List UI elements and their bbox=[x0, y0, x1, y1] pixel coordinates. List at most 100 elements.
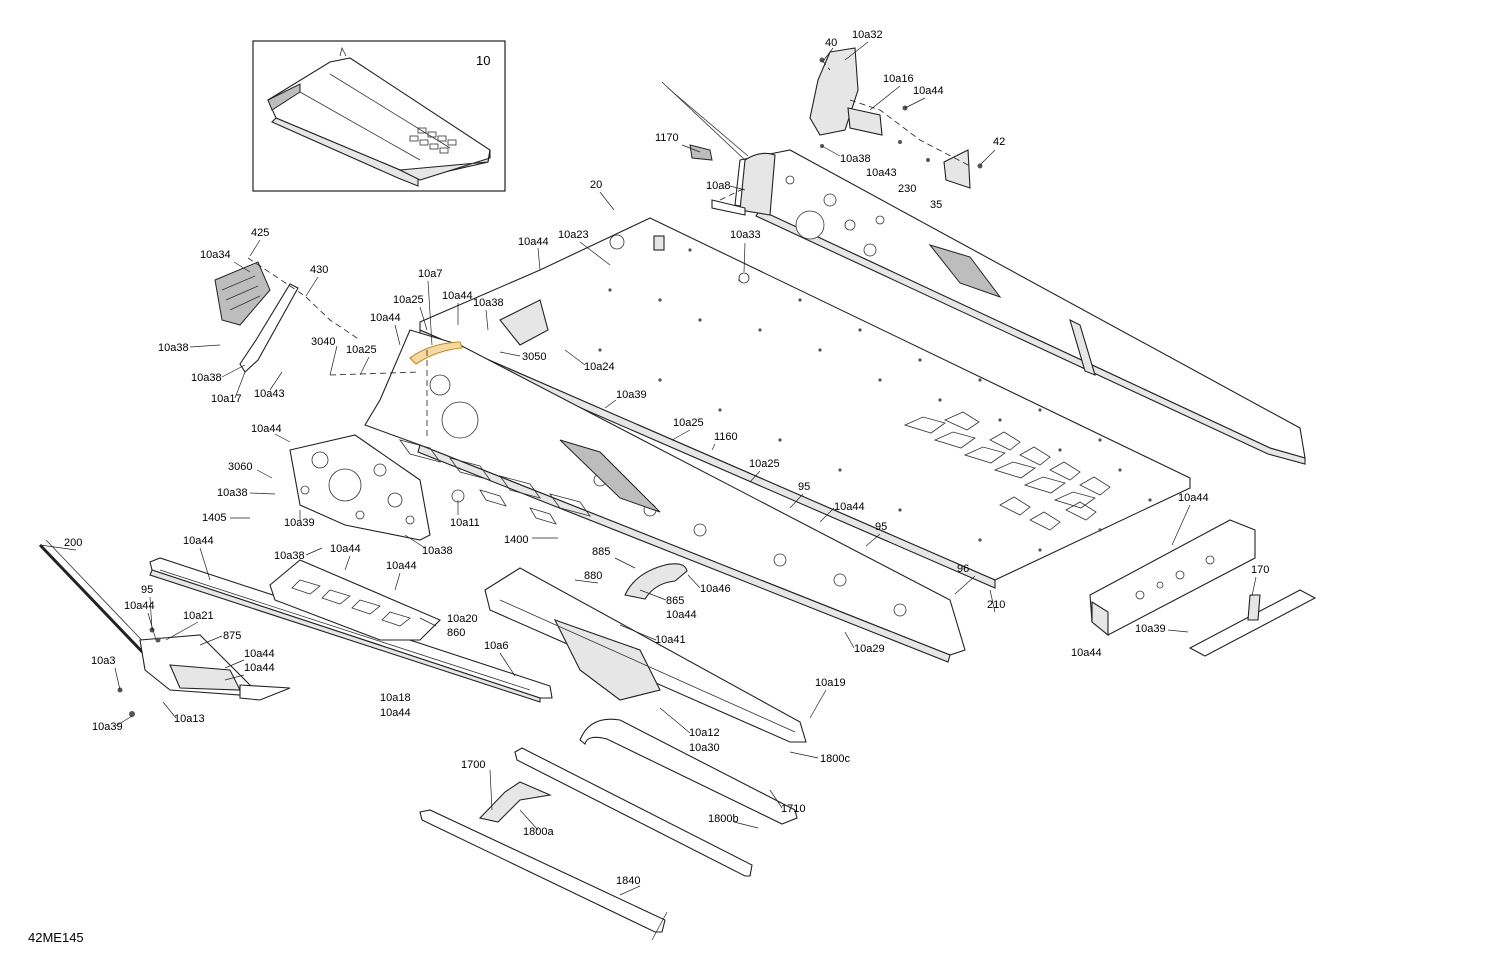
callout-10a17: 10a17 bbox=[211, 393, 242, 405]
callout-10a44: 10a6 bbox=[484, 640, 508, 652]
callout-10a44: 880 bbox=[584, 570, 602, 582]
lower-rail-10a13 bbox=[484, 567, 807, 743]
callout-10a44: 10a44 bbox=[183, 535, 214, 547]
callout-40: 40 bbox=[825, 37, 837, 49]
callout-10a25: 10a25 bbox=[673, 417, 704, 429]
callout-1170: 1170 bbox=[655, 132, 679, 144]
slider-1700 bbox=[579, 718, 798, 825]
callout-10a43: 10a43 bbox=[254, 388, 285, 400]
callout-10a39: 10a39 bbox=[284, 517, 315, 529]
callout-205: 10a39 bbox=[92, 721, 123, 733]
callout-3040: 3040 bbox=[311, 336, 335, 348]
callout-10a11: 10a11 bbox=[450, 517, 480, 529]
callout-10a30: 1800c bbox=[820, 753, 850, 765]
upper-left-brackets bbox=[214, 257, 361, 373]
cross-brace-10a21 bbox=[269, 559, 441, 641]
callout-35: 35 bbox=[930, 199, 942, 211]
callout-10a46: 96 bbox=[957, 563, 969, 575]
callout-430: 430 bbox=[310, 264, 328, 276]
callout-95: 95 bbox=[875, 521, 887, 533]
callout-10a38: 10a38 bbox=[191, 372, 222, 384]
callout-3050: 3050 bbox=[522, 351, 546, 363]
left-side-rail bbox=[329, 299, 966, 663]
inset-assembled-view: 10 bbox=[252, 40, 506, 192]
callout-20: 20 bbox=[590, 179, 602, 191]
callout-1400: 1400 bbox=[504, 534, 528, 546]
slider-1800a bbox=[419, 809, 666, 933]
callout-880: 10a46 bbox=[700, 583, 731, 595]
callout-10a23: 10a23 bbox=[558, 229, 589, 241]
callout-10a20: 860 bbox=[447, 627, 465, 639]
callout-10a25: 10a25 bbox=[749, 458, 780, 470]
callout-96: 170 bbox=[1251, 564, 1269, 576]
inset-ref-label: 10 bbox=[476, 53, 490, 68]
bracket-880 bbox=[624, 563, 688, 600]
callout-10a44: 10a44 bbox=[518, 236, 549, 248]
callout-10a38: 10a38 bbox=[840, 153, 871, 165]
callout-10a44: 10a44 bbox=[251, 423, 282, 435]
callout-1160: 1160 bbox=[714, 431, 738, 443]
callout-10a38: 10a38 bbox=[422, 545, 453, 557]
callout-10a16: 10a16 bbox=[883, 73, 914, 85]
callout-10a25: 10a25 bbox=[346, 344, 377, 356]
rear-support-96 bbox=[1188, 589, 1317, 657]
callout-10a3: 10a44 bbox=[244, 662, 275, 674]
rear-cross-beam bbox=[1089, 519, 1256, 637]
callout-10a38: 10a44 bbox=[386, 560, 417, 572]
bracket-1800b bbox=[478, 781, 552, 823]
callout-95: 95 bbox=[798, 481, 810, 493]
callout-10a19: 10a18 bbox=[380, 692, 411, 704]
callout-10a43: 10a43 bbox=[866, 167, 897, 179]
callout-10a39: 10a39 bbox=[616, 389, 647, 401]
callout-860: 865 bbox=[666, 595, 684, 607]
callout-170: 95 bbox=[141, 584, 153, 596]
callout-1700: 1710 bbox=[781, 803, 805, 815]
callout-10a41: 10a29 bbox=[854, 643, 885, 655]
left-front-assembly bbox=[38, 539, 291, 717]
callout-10a32: 10a32 bbox=[852, 29, 883, 41]
callout-10a8: 10a8 bbox=[706, 180, 730, 192]
callout-95: 210 bbox=[987, 599, 1005, 611]
callout-10a34: 10a34 bbox=[200, 249, 231, 261]
callout-1800a: 1840 bbox=[616, 875, 640, 887]
callout-10a38: 10a38 bbox=[473, 297, 504, 309]
leader-lines bbox=[39, 41, 1257, 941]
callout-1710: 1800b bbox=[708, 813, 739, 825]
callout-1405: 1405 bbox=[202, 512, 226, 524]
right-side-rail bbox=[661, 81, 1306, 465]
callout-10a6: 10a44 bbox=[244, 648, 275, 660]
callout-10a38: 10a38 bbox=[217, 487, 248, 499]
callout-10a39: 875 bbox=[223, 630, 241, 642]
callout-10a44: 10a39 bbox=[1135, 623, 1166, 635]
figure-id: 42ME145 bbox=[28, 930, 84, 945]
callout-10a44: 10a19 bbox=[815, 677, 846, 689]
callout-865: 10a44 bbox=[666, 609, 697, 621]
callout-10a38: 10a38 bbox=[158, 342, 189, 354]
callout-10a39: 10a13 bbox=[174, 713, 205, 725]
callout-230: 230 bbox=[898, 183, 916, 195]
callout-885: 885 bbox=[592, 546, 610, 558]
callout-10a44: 10a3 bbox=[91, 655, 115, 667]
callout-10a21: 10a20 bbox=[447, 613, 478, 625]
slider-1800c bbox=[514, 747, 753, 877]
callout-10a13: 10a12 bbox=[689, 727, 720, 739]
callout-10a44: 10a21 bbox=[183, 610, 214, 622]
callout-1800c: 1700 bbox=[461, 759, 485, 771]
callout-1800b: 1800a bbox=[523, 826, 554, 838]
callout-10a29: 10a44 bbox=[1071, 647, 1102, 659]
callout-42: 42 bbox=[993, 136, 1005, 148]
callout-10a24: 10a24 bbox=[584, 361, 615, 373]
callout-10a44: 10a44 bbox=[913, 85, 944, 97]
callout-10a38: 10a38 bbox=[274, 550, 305, 562]
callout-10a44: 10a44 bbox=[370, 312, 401, 324]
callout-210: 10a44 bbox=[124, 600, 155, 612]
callout-10a33: 10a33 bbox=[730, 229, 761, 241]
callout-10a44: 10a44 bbox=[1178, 492, 1209, 504]
front-left-plate bbox=[289, 434, 465, 541]
callout-10a25: 10a25 bbox=[393, 294, 424, 306]
callout-10a12: 10a30 bbox=[689, 742, 720, 754]
callout-10a44: 10a44 bbox=[834, 501, 865, 513]
callout-labels: 10a32 40 10a16 10a44 1170 42 10a38 10a43… bbox=[64, 29, 1269, 887]
callout-10a44: 10a44 bbox=[442, 290, 473, 302]
